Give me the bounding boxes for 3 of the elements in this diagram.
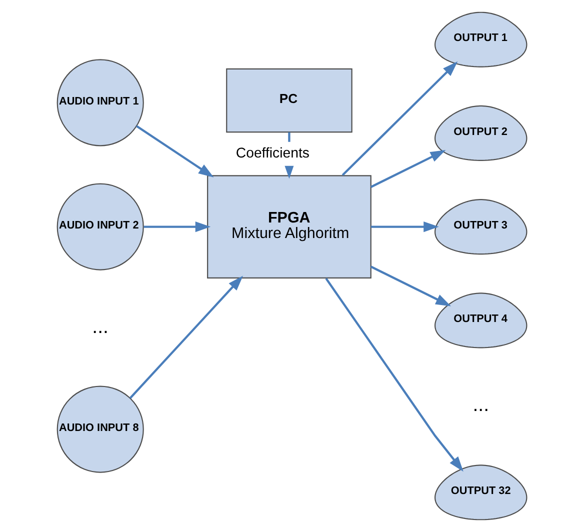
edge-label: Coefficients <box>235 144 310 161</box>
label: ... <box>472 394 489 416</box>
label: ... <box>92 316 108 338</box>
